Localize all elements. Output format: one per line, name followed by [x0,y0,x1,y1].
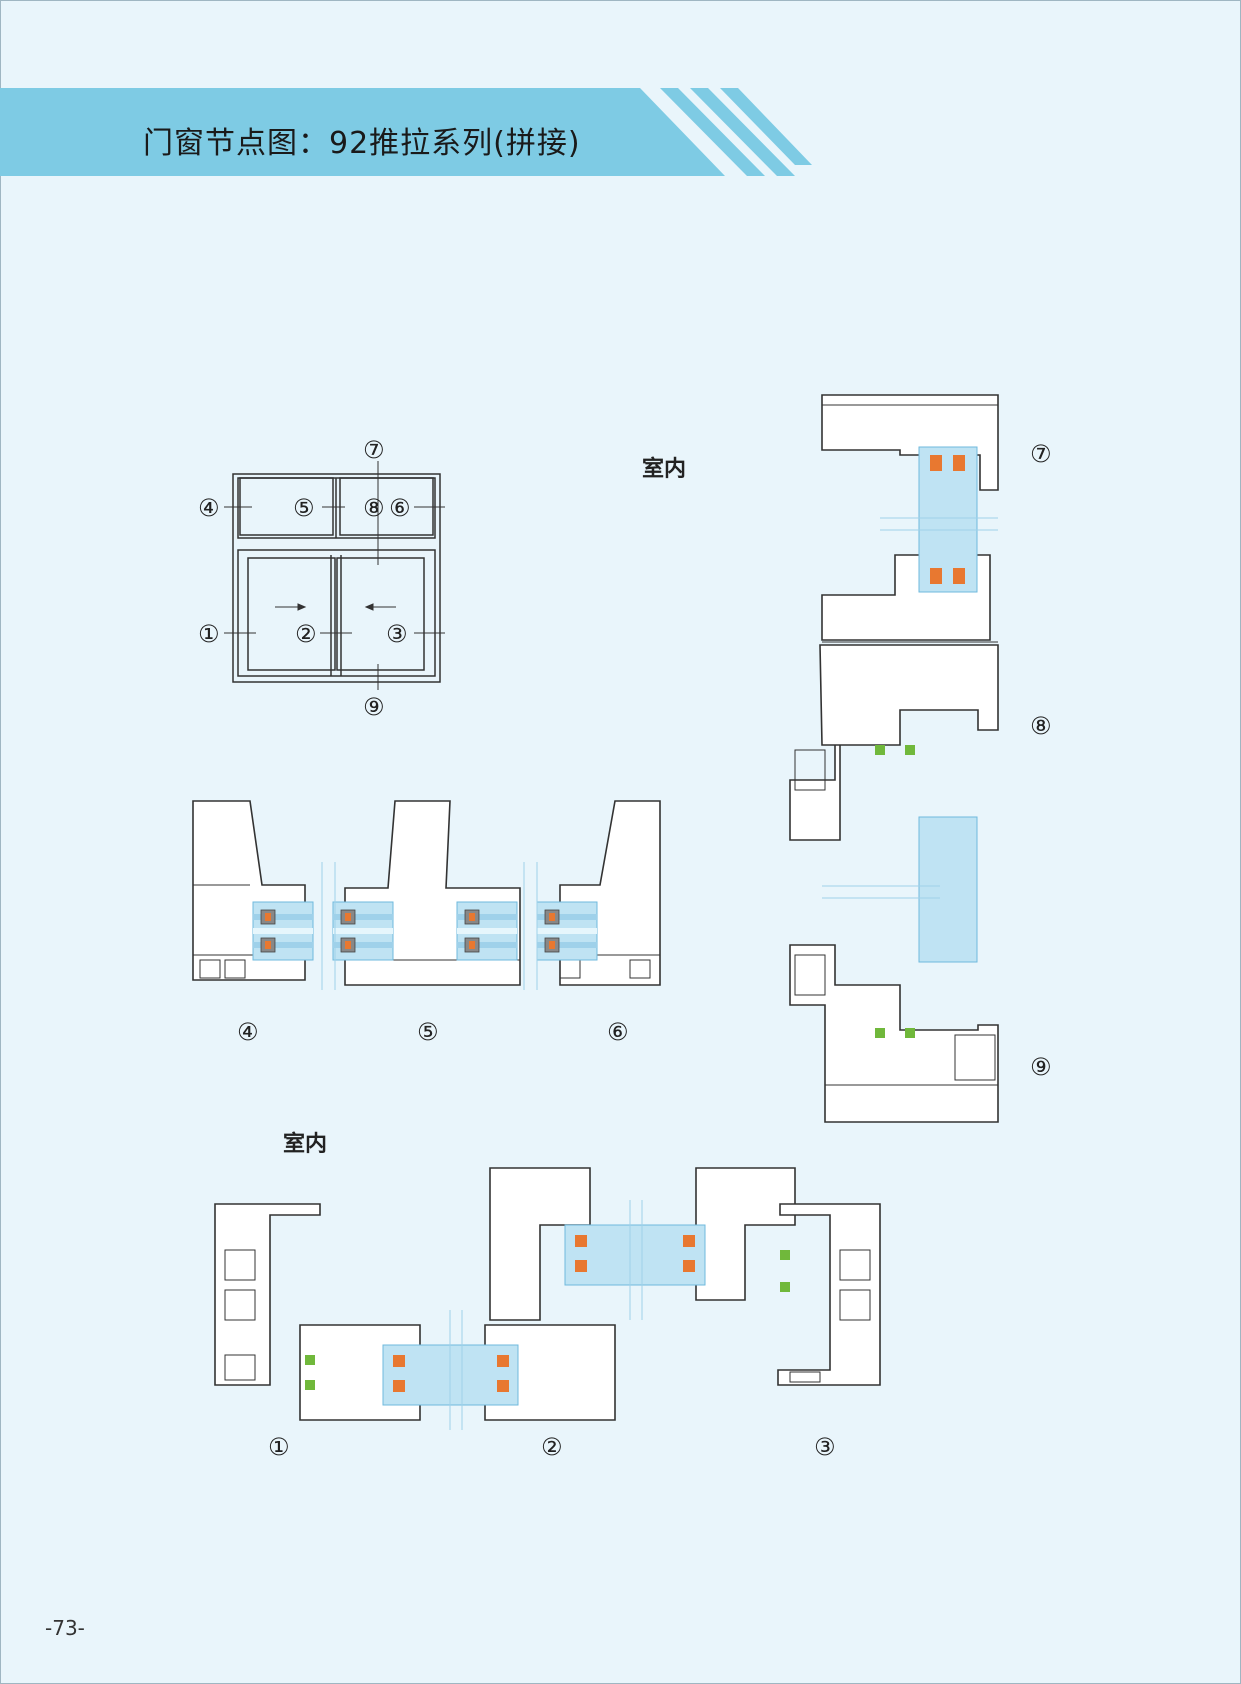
section-marker-1: ① [268,1433,290,1461]
elevation-marker-4: ④ [198,494,220,522]
page-number: -73- [45,1616,85,1640]
section-marker-2: ② [541,1433,563,1461]
elevation-marker-7: ⑦ [363,436,385,464]
section-marker-4: ④ [237,1018,259,1046]
section-marker-8: ⑧ [1030,712,1052,740]
elevation-marker-2: ② [295,620,317,648]
page-title: 门窗节点图：92推拉系列(拼接) [143,126,581,161]
elevation-marker-8: ⑧ [363,494,385,522]
indoor-label-bottom: 室内 [283,1132,328,1157]
elevation-marker-1: ① [198,620,220,648]
header-banner [0,88,812,176]
section-marker-6: ⑥ [607,1018,629,1046]
section-marker-3: ③ [814,1433,836,1461]
elevation-marker-6: ⑥ [389,494,411,522]
elevation-marker-3: ③ [386,620,408,648]
elevation-marker-5: ⑤ [293,494,315,522]
section-marker-9: ⑨ [1030,1053,1052,1081]
indoor-label-top: 室内 [642,457,687,482]
section-marker-5: ⑤ [417,1018,439,1046]
section-marker-7: ⑦ [1030,440,1052,468]
elevation-marker-9: ⑨ [363,693,385,721]
